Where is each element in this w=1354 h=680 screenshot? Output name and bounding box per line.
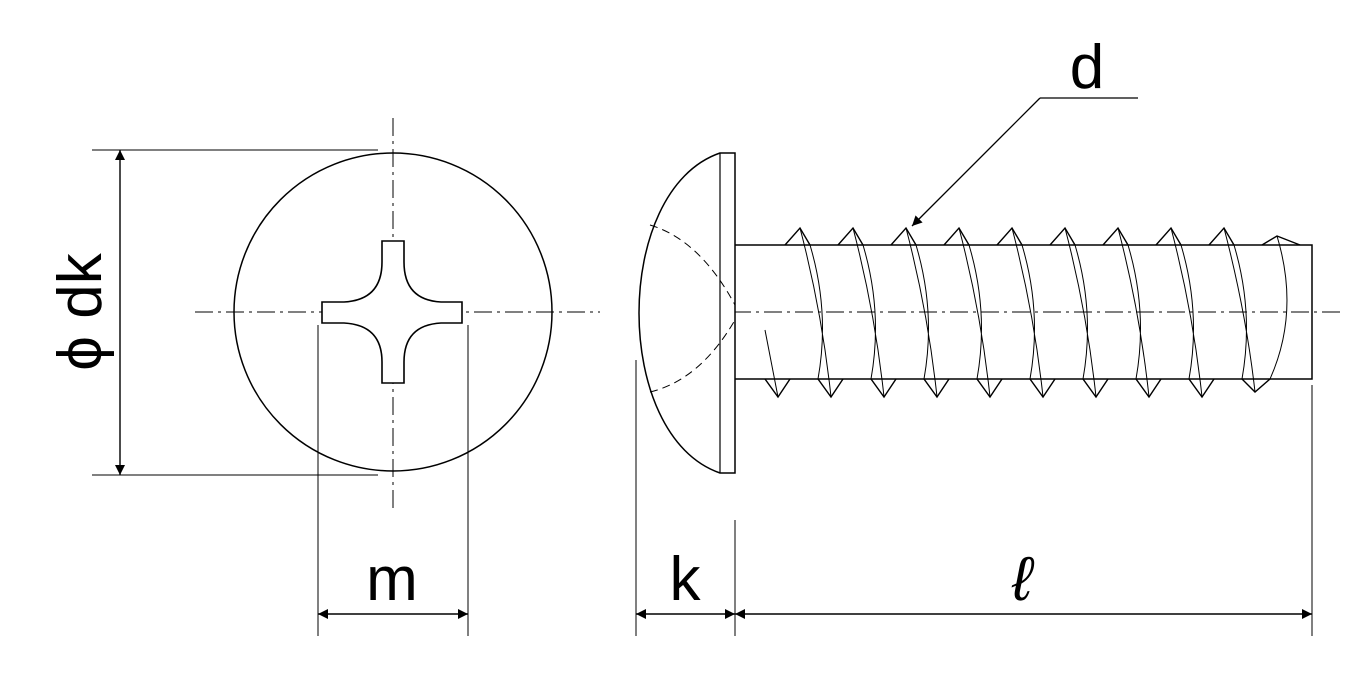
m-label: m (366, 545, 418, 614)
screw-side-view (638, 152, 1340, 474)
k-dimension: k (635, 360, 736, 636)
thread-flank-lines (764, 227, 1288, 398)
thread-crests-bottom (764, 378, 1271, 399)
screw-head (638, 152, 736, 474)
head-top-view (195, 118, 600, 510)
d-dimension: d (911, 33, 1138, 227)
shank-body (735, 244, 1313, 380)
phillips-recess (321, 240, 463, 384)
head-outline-circle (233, 152, 553, 472)
recess-hidden-lines (649, 224, 736, 393)
length-label: ℓ (1011, 545, 1035, 614)
length-dimension: ℓ (735, 385, 1313, 636)
d-leader-line (911, 97, 1041, 227)
dk-label: ϕ dk (46, 252, 115, 370)
m-dimension: m (317, 325, 469, 636)
k-label: k (670, 545, 702, 614)
thread-crests-top (784, 226, 1301, 246)
d-label: d (1070, 33, 1104, 102)
dk-dimension: ϕ dk (46, 149, 378, 476)
